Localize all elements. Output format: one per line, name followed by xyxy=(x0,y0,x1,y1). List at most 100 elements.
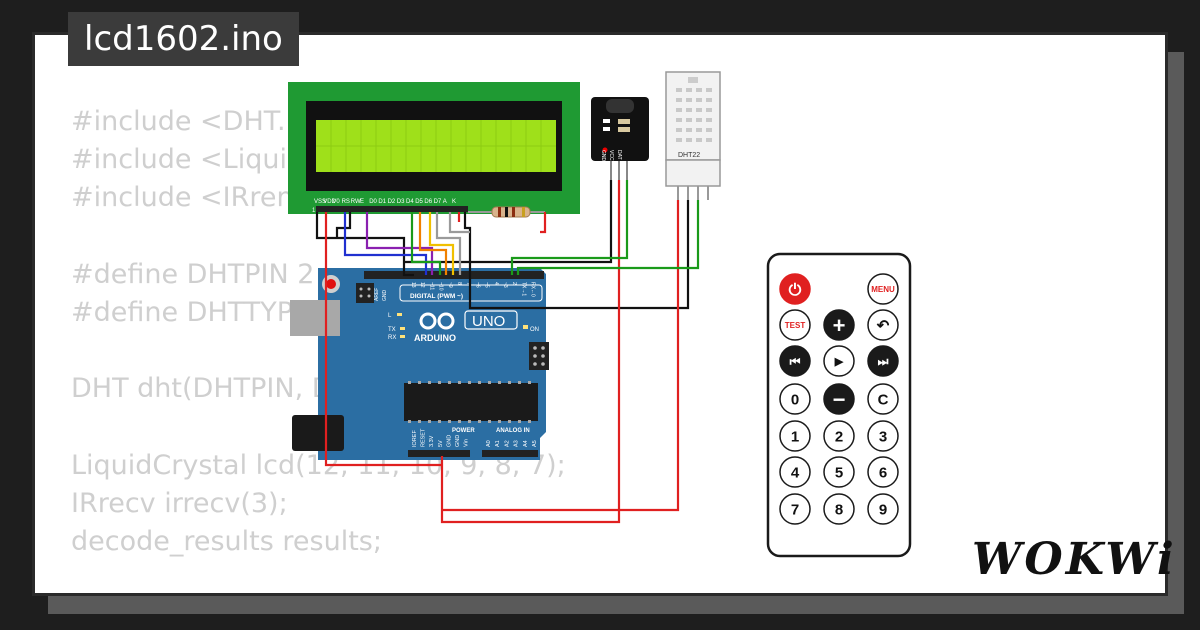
digital-pin-label: 4 xyxy=(493,282,499,285)
digital-pin-label: 8 xyxy=(456,282,462,285)
remote-button-play[interactable]: ▶ xyxy=(823,345,855,377)
lcd-pin-label: K xyxy=(452,199,456,205)
analog-pin-label: A3 xyxy=(514,440,520,447)
remote-button-b2[interactable]: 2 xyxy=(823,420,855,452)
digital-pin-label: TX→1 xyxy=(520,282,526,296)
remote-button-c[interactable]: C xyxy=(867,383,899,415)
usb-port[interactable] xyxy=(290,300,340,336)
resistor[interactable] xyxy=(468,206,545,218)
remote-button-circle xyxy=(823,493,855,525)
remote-button-prev[interactable]: ⏮ xyxy=(779,345,811,377)
digital-pin-label: ~10 xyxy=(438,282,444,291)
lcd-pin-label: RW xyxy=(351,199,361,205)
remote-button-plus[interactable]: + xyxy=(823,309,855,341)
remote-button-b6[interactable]: 6 xyxy=(867,456,899,488)
lcd-pin-label: E xyxy=(360,199,364,205)
remote-buttons: ⏻ MENU TEST + ↶ ⏮ ▶ ⏭ 0 − C 1 2 3 4 5 6 7 8 9 xyxy=(779,273,899,525)
remote-button-label: 5 xyxy=(835,464,843,481)
remote-button-circle xyxy=(779,493,811,525)
atmega-chip xyxy=(404,383,538,421)
remote-button-label: 9 xyxy=(879,501,887,518)
remote-button-menu[interactable]: MENU xyxy=(867,273,899,305)
digital-label: DIGITAL (PWM ~) xyxy=(410,293,463,300)
analog-pin-label: A5 xyxy=(532,440,538,447)
remote-button-back[interactable]: ↶ xyxy=(867,309,899,341)
remote-button-circle xyxy=(779,273,811,305)
remote-button-label: C xyxy=(878,391,889,408)
remote-button-label: 4 xyxy=(791,464,800,481)
power-pin-label: IOREF xyxy=(412,430,418,447)
ir-receiver[interactable]: GND VCC DAT xyxy=(591,97,649,180)
aref-label: AREF xyxy=(374,288,380,301)
digital-pin-label: ~11 xyxy=(428,282,434,290)
remote-button-circle xyxy=(779,383,811,415)
analog-pin-label: A2 xyxy=(504,440,510,447)
remote-button-next[interactable]: ⏭ xyxy=(867,345,899,377)
remote-button-b1[interactable]: 1 xyxy=(779,420,811,452)
lcd-pin-label: A xyxy=(443,199,447,205)
lcd-pin-label: D2 xyxy=(388,199,396,205)
remote-button-power[interactable]: ⏻ xyxy=(779,273,811,305)
rx-led-label: RX xyxy=(388,335,396,341)
on-led-label: ON xyxy=(530,327,539,333)
back-icon: ↶ xyxy=(876,317,890,334)
remote-button-label: 0 xyxy=(791,391,799,408)
power-pin-label: Vin xyxy=(464,439,470,447)
remote-button-circle xyxy=(823,383,855,415)
analog-pin-label: A4 xyxy=(523,440,529,447)
remote-button-b0[interactable]: 0 xyxy=(779,383,811,415)
dht22-body xyxy=(665,71,721,161)
dc-power-jack[interactable] xyxy=(292,415,344,451)
power-pin-label: 3.3V xyxy=(429,435,435,447)
remote-button-test[interactable]: TEST xyxy=(779,309,811,341)
power-label: POWER xyxy=(452,428,475,434)
digital-pin-label: ~6 xyxy=(474,282,480,288)
dht22-sensor[interactable]: DHT22 xyxy=(665,71,721,200)
digital-pin-label: ~9 xyxy=(447,282,453,288)
remote-button-label: TEST xyxy=(785,321,806,330)
dht22-label: DHT22 xyxy=(678,152,700,159)
remote-button-label: 6 xyxy=(879,464,887,481)
ir-sensor-dome xyxy=(606,99,634,113)
power-pin-label: 5V xyxy=(438,440,444,447)
remote-button-circle xyxy=(779,420,811,452)
remote-button-b5[interactable]: 5 xyxy=(823,456,855,488)
remote-button-label: 3 xyxy=(879,428,887,445)
remote-button-label: MENU xyxy=(871,285,895,294)
remote-button-b4[interactable]: 4 xyxy=(779,456,811,488)
remote-button-minus[interactable]: − xyxy=(823,383,855,415)
power-icon: ⏻ xyxy=(789,282,802,299)
ir-pin-label: VCC xyxy=(608,150,614,161)
lcd-pin-label: D5 xyxy=(415,199,423,205)
lcd-pin-label: D3 xyxy=(397,199,405,205)
analog-pin-label: A0 xyxy=(486,440,492,447)
remote-button-circle xyxy=(823,345,855,377)
tx-led-label: TX xyxy=(388,327,396,333)
remote-button-label: 8 xyxy=(835,501,843,518)
remote-button-circle xyxy=(867,456,899,488)
power-pin-label: GND xyxy=(446,435,452,447)
remote-button-circle xyxy=(823,456,855,488)
remote-button-label: 1 xyxy=(791,428,799,445)
remote-button-circle xyxy=(867,420,899,452)
arduino-brand: ARDUINO xyxy=(414,333,456,343)
remote-button-b9[interactable]: 9 xyxy=(867,493,899,525)
code-line: decode_results results; xyxy=(71,526,382,558)
remote-button-b7[interactable]: 7 xyxy=(779,493,811,525)
digital-pin-label: RX←0 xyxy=(530,282,536,297)
lcd-pin-label: V0 xyxy=(332,199,340,205)
ir-remote[interactable]: ⏻ MENU TEST + ↶ ⏮ ▶ ⏭ 0 − C 1 2 3 4 5 6 7 8 9 xyxy=(766,252,912,558)
remote-button-circle xyxy=(867,309,899,341)
remote-button-b8[interactable]: 8 xyxy=(823,493,855,525)
reset-button[interactable] xyxy=(326,279,336,289)
digital-pin-label: 12 xyxy=(419,282,425,288)
remote-button-b3[interactable]: 3 xyxy=(867,420,899,452)
remote-button-circle xyxy=(823,309,855,341)
remote-button-circle xyxy=(779,345,811,377)
